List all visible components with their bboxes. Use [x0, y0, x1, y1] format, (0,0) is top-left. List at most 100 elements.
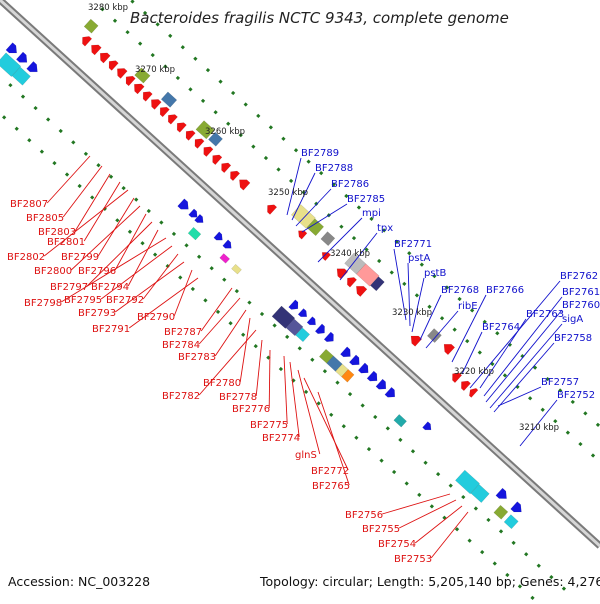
tick-dot [100, 7, 105, 12]
scale-label: 3260 kbp [205, 127, 245, 137]
forward-leader-line [519, 399, 558, 447]
tick-dot [590, 453, 596, 458]
genome-backbone [0, 0, 600, 549]
reverse-gene [82, 36, 93, 47]
tick-dot [502, 373, 508, 378]
tick-dot [205, 68, 211, 73]
tick-dot [83, 151, 89, 156]
tick-dot [436, 472, 441, 477]
reverse-gene-label: BF2794 [91, 282, 129, 293]
tick-dot [344, 193, 349, 199]
reverse-gene [356, 285, 368, 297]
forward-gene [213, 231, 223, 241]
tick-dot [341, 424, 346, 429]
forward-leader-line [469, 280, 561, 389]
tick-dot [505, 572, 510, 578]
tick-dot [578, 441, 583, 447]
reverse-leader-line [127, 229, 159, 287]
forward-leader-line [419, 294, 442, 341]
reverse-leader-line [86, 221, 153, 287]
forward-gene-label: BF2764 [482, 322, 520, 333]
forward-leader-line [407, 262, 411, 327]
forward-gene-label: sigA [562, 314, 583, 325]
tick-dot [394, 239, 399, 244]
tick-dot [410, 449, 416, 454]
forward-gene [357, 362, 369, 374]
tick-dot [417, 492, 422, 498]
gene-block [470, 483, 490, 503]
reverse-leader-line [46, 155, 91, 204]
gene-block [393, 414, 407, 428]
scale-label: 3230 kbp [392, 308, 432, 318]
reverse-gene [203, 146, 214, 157]
tick-dot [452, 327, 457, 332]
tick-dot [39, 149, 45, 154]
forward-leader-line [451, 294, 487, 363]
tick-dot [377, 258, 382, 264]
tick-dot [558, 388, 563, 393]
reverse-leader-line [60, 237, 167, 303]
forward-gene-label: BF2760 [562, 300, 600, 311]
tick-dot [112, 18, 118, 23]
reverse-gene-label: BF2765 [312, 481, 350, 492]
tick-dot [168, 33, 173, 38]
tick-dot [58, 128, 63, 134]
tick-dot [322, 369, 328, 374]
reverse-gene-label: BF2805 [26, 213, 64, 224]
reverse-gene [151, 99, 162, 110]
tick-dot [218, 79, 223, 84]
gene-block [356, 263, 380, 287]
gene-block [320, 231, 336, 247]
forward-gene-label: BF2752 [557, 390, 595, 401]
reverse-gene-label: BF2756 [345, 510, 383, 521]
tick-dot [404, 481, 409, 486]
tick-dot [511, 540, 516, 545]
reverse-leader-line [430, 511, 469, 559]
reverse-gene [336, 268, 349, 280]
forward-gene [288, 299, 299, 310]
forward-gene [323, 331, 334, 343]
forward-leader-line [411, 277, 425, 333]
gene-block [187, 226, 202, 241]
reverse-gene [461, 380, 471, 392]
reverse-gene [142, 91, 153, 102]
tick-dot [414, 293, 420, 298]
tick-dot [163, 64, 168, 69]
tick-dot [473, 506, 478, 511]
tick-dot [310, 357, 315, 362]
tick-dot [448, 483, 453, 488]
reverse-gene [125, 75, 136, 87]
forward-leader-line [425, 310, 459, 349]
tick-dot [8, 83, 13, 88]
tick-dot [545, 376, 550, 382]
reverse-gene [167, 114, 178, 125]
tick-dot [498, 529, 504, 534]
forward-gene [510, 501, 522, 513]
genome-summary-text: Topology: circular; Length: 5,205,140 bp… [260, 574, 600, 589]
tick-dot [373, 414, 378, 420]
forward-gene [495, 487, 507, 499]
reverse-gene [108, 60, 119, 71]
forward-gene-label: BF2763 [526, 309, 564, 320]
reverse-leader-line [399, 499, 457, 529]
tick-dot [234, 289, 239, 294]
reverse-gene-label: BF2778 [219, 392, 257, 403]
tick-dot [222, 277, 227, 282]
reverse-leader-line [70, 205, 141, 271]
tick-dot [524, 552, 529, 557]
map-title: Bacteroides fragilis NCTC 9343, complete… [130, 9, 509, 27]
tick-dot [306, 159, 311, 164]
tick-dot [480, 549, 485, 555]
reverse-gene [298, 230, 308, 240]
forward-gene [340, 346, 351, 358]
forward-gene [366, 370, 378, 382]
tick-dot [52, 160, 57, 166]
reverse-leader-line [142, 253, 179, 300]
tick-dot [360, 403, 365, 408]
reverse-gene [117, 68, 128, 79]
gene-features [0, 18, 522, 530]
tick-dot [419, 262, 424, 267]
tick-dot [482, 319, 487, 324]
